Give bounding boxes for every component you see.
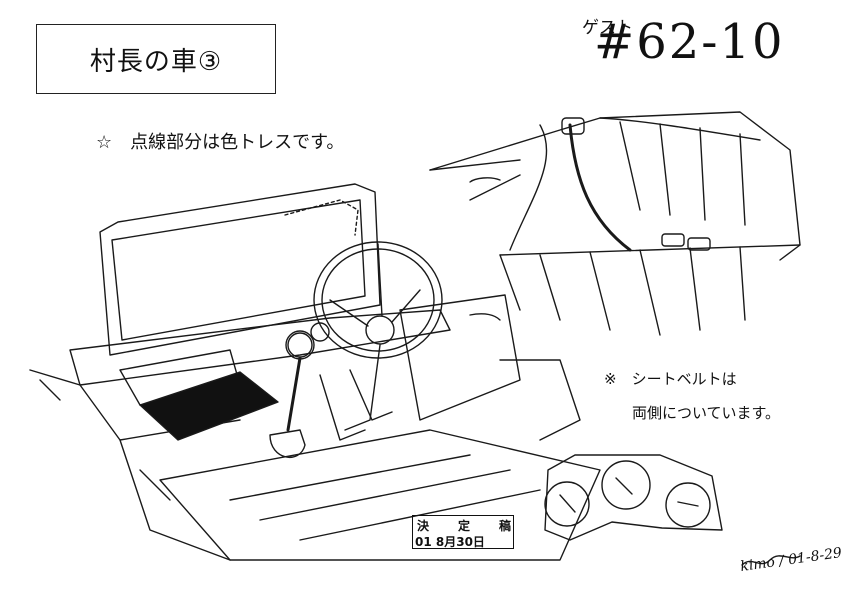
floor-mat	[139, 371, 279, 441]
dashboard-illustration	[69, 309, 451, 441]
stamp-date: 01 8月30日	[415, 535, 485, 549]
gear-lever-illustration	[269, 330, 315, 458]
stamp-char-1: 決	[417, 519, 430, 533]
door-illustration	[399, 294, 581, 441]
signature-scribble	[741, 555, 801, 566]
note-dotted-lines: ☆ 点線部分は色トレスです。	[96, 132, 345, 153]
guest-label: ゲスト	[582, 18, 633, 38]
guest-number: #62-10	[594, 14, 785, 70]
gauge-cluster-illustration	[544, 454, 723, 541]
stamp-char-3: 稿	[498, 519, 511, 533]
stamp-char-2: 定	[457, 519, 470, 533]
steering-wheel-illustration	[313, 241, 443, 431]
approval-stamp: 決 定 稿 01 8月30日	[412, 515, 514, 549]
title-box: 村長の車③	[36, 24, 276, 94]
note-seatbelt-line2: 両側についています。	[632, 404, 781, 422]
note-seatbelt-line1: ※ シートベルトは	[604, 370, 737, 388]
rear-seat-illustration	[429, 111, 801, 336]
windshield-illustration	[99, 183, 381, 356]
page-title: 村長の車③	[89, 46, 223, 77]
floor-illustration	[29, 369, 601, 561]
